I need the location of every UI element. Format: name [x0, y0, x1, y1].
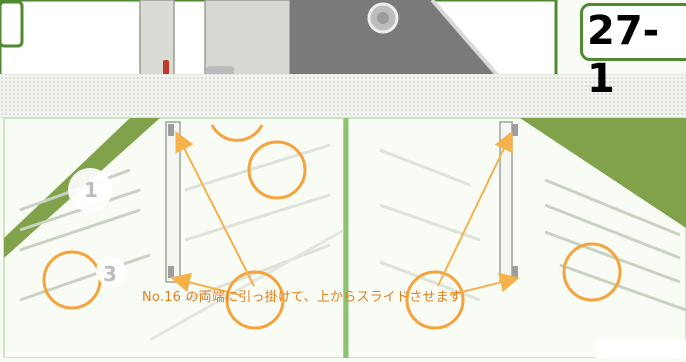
highlight-circle-partial	[210, 124, 264, 142]
arrow	[175, 131, 255, 287]
highlight-circles	[42, 124, 622, 330]
dotted-band	[0, 74, 686, 118]
instruction-caption: No.16 の両端に引っ掛けて、上からスライドさせます	[142, 290, 463, 305]
arrow	[449, 272, 520, 296]
part-marker-circle	[96, 256, 126, 286]
arrow	[437, 130, 513, 287]
step-number: 27-1	[587, 8, 660, 102]
arrow	[170, 272, 241, 296]
left-detail-panel	[3, 117, 345, 359]
part-marker-label: 3	[103, 262, 117, 286]
pointer-arrows	[170, 130, 520, 296]
part-marker-label: 1	[84, 178, 98, 202]
highlight-circle	[247, 140, 307, 200]
right-detail-panel	[343, 117, 686, 359]
part-marker-circle	[68, 168, 112, 212]
highlight-circle	[405, 270, 465, 330]
highlight-circle	[225, 270, 285, 330]
step-label-box	[580, 3, 686, 61]
highlight-circle	[562, 242, 622, 302]
